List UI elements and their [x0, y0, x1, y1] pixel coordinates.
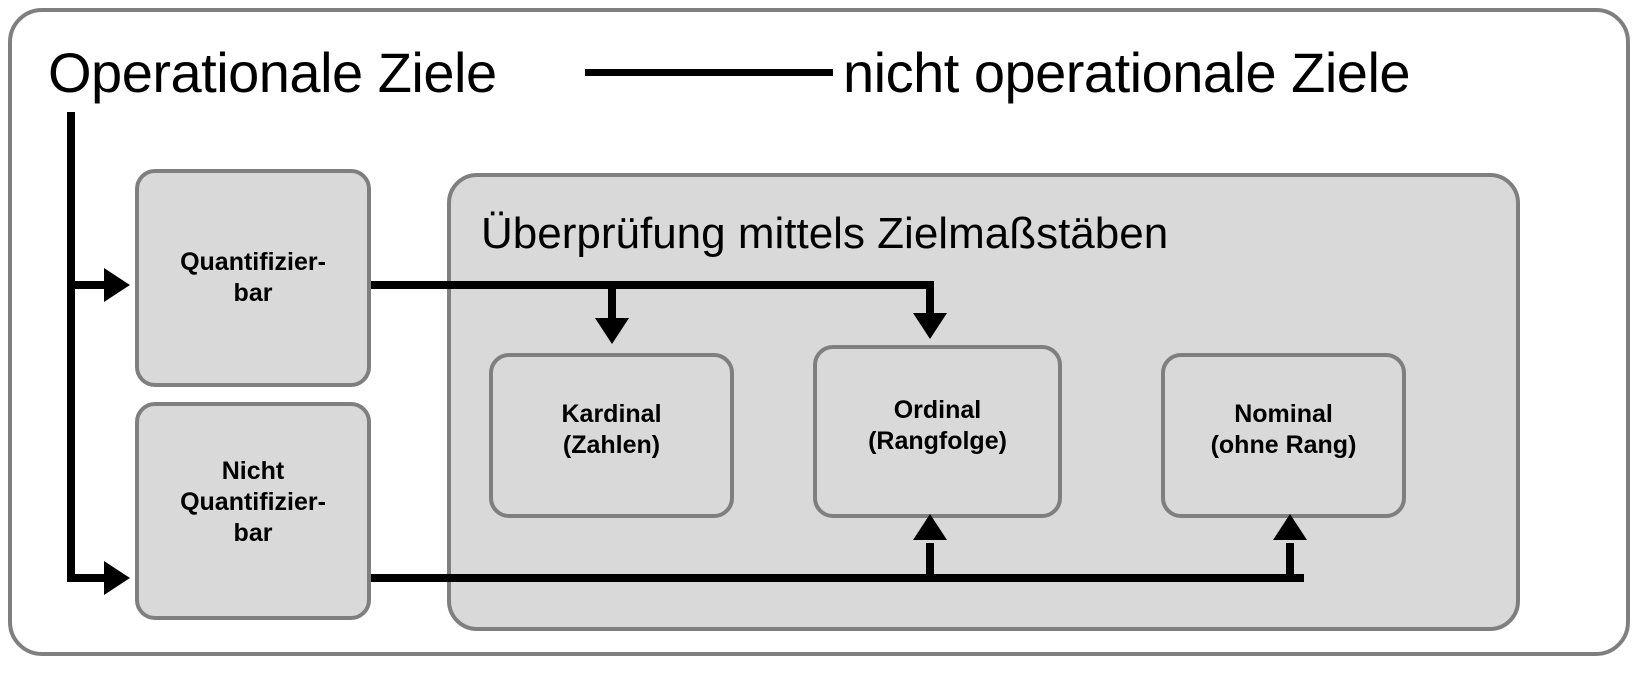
node-nicht-quantifizierbar[interactable]: Nicht Quantifizier- bar — [135, 402, 371, 620]
node-quantifizierbar[interactable]: Quantifizier- bar — [135, 169, 371, 387]
node-nominal[interactable]: Nominal (ohne Rang) — [1161, 353, 1406, 518]
header-non-operational-goals-label: nicht operationale Ziele — [843, 41, 1411, 104]
trunk-vertical-line — [67, 112, 75, 582]
arrow-up-icon-to-ordinal — [913, 514, 947, 540]
branch-to-quantifizierbar-line — [67, 281, 119, 289]
quantifizierbar-outgoing-horizontal-line — [371, 281, 934, 289]
node-kardinal-label: Kardinal (Zahlen) — [561, 400, 662, 459]
node-nominal-label: Nominal (ohne Rang) — [1210, 400, 1357, 459]
arrow-right-icon-to-quantifizierbar — [104, 268, 130, 302]
node-ordinal-label: Ordinal (Rangfolge) — [868, 396, 1007, 455]
arrow-down-icon-to-kardinal — [595, 318, 629, 344]
quantifizierbar-to-ordinal-line — [926, 281, 934, 321]
nicht-quantifizierbar-to-ordinal-line — [926, 543, 934, 582]
header-divider-line — [585, 69, 833, 76]
node-kardinal[interactable]: Kardinal (Zahlen) — [489, 353, 734, 518]
outer-frame — [8, 8, 1630, 656]
arrow-up-icon-to-nominal — [1273, 514, 1307, 540]
arrow-right-icon-to-nicht-quantifizierbar — [104, 561, 130, 595]
nicht-quantifizierbar-outgoing-horizontal-line — [371, 574, 1304, 582]
header-operational-goals-label: Operationale Ziele — [48, 41, 497, 104]
diagram-header: Operationale Ziele nicht operationale Zi… — [48, 34, 1518, 112]
panel-zielmassstaebe-title: Überprüfung mittels Zielmaßstäben — [481, 209, 1169, 258]
branch-to-nicht-quantifizierbar-line — [67, 574, 119, 582]
node-quantifizierbar-label: Quantifizier- bar — [180, 248, 326, 307]
quantifizierbar-to-kardinal-line — [608, 281, 616, 326]
nicht-quantifizierbar-to-nominal-line — [1286, 543, 1294, 582]
arrow-down-icon-to-ordinal — [913, 313, 947, 339]
node-ordinal[interactable]: Ordinal (Rangfolge) — [813, 345, 1062, 518]
node-nicht-quantifizierbar-label: Nicht Quantifizier- bar — [180, 457, 326, 547]
